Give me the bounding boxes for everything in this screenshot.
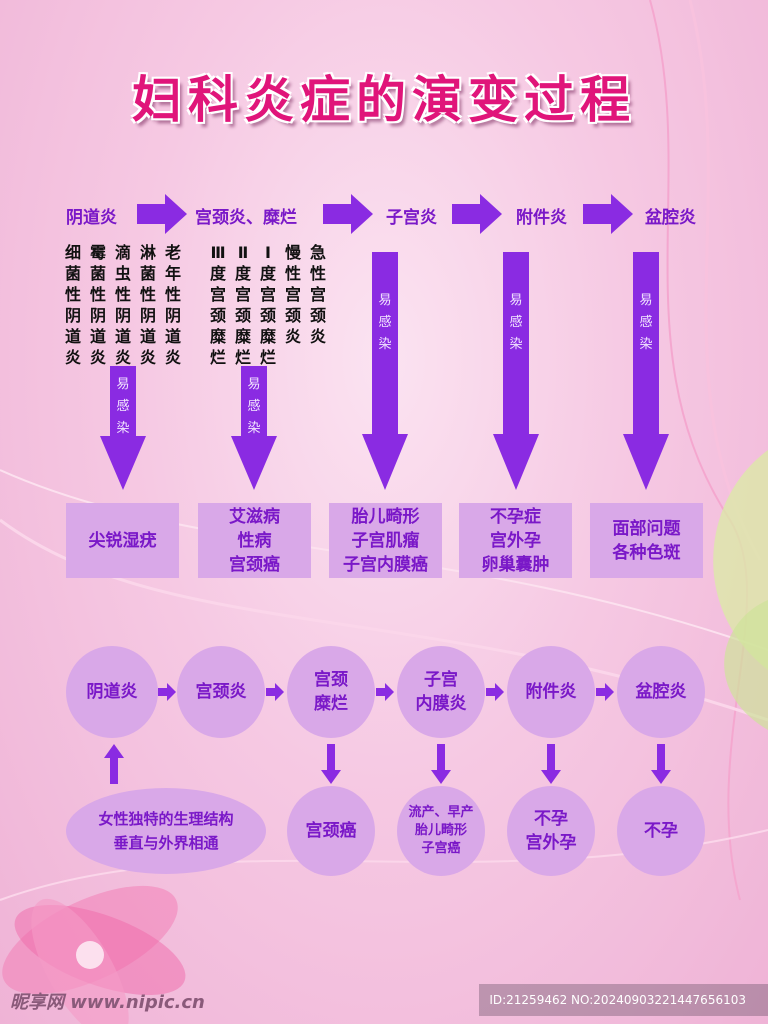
arrow-right-icon <box>323 194 373 234</box>
bottom-stage-endometritis: 子宫内膜炎 <box>397 646 485 738</box>
stage-vaginitis: 阴道炎 <box>66 208 117 228</box>
arrow-down-icon <box>100 366 146 490</box>
arrow-down-icon <box>651 744 671 784</box>
watermark: 昵享网 www.nipic.cn <box>10 992 205 1013</box>
type-column: 滴虫性阴道炎 <box>114 243 131 367</box>
bottom-stage-erosion: 宫颈糜烂 <box>287 646 375 738</box>
type-column: 急性宫颈炎 <box>309 243 326 346</box>
arrow-down-icon <box>321 744 341 784</box>
arrow-right-icon <box>583 194 633 234</box>
cause-ellipse: 女性独特的生理结构垂直与外界相通 <box>66 788 266 874</box>
stage-pelvic: 盆腔炎 <box>645 208 696 228</box>
arrow-up-icon <box>104 744 124 784</box>
type-column: 慢性宫颈炎 <box>284 243 301 346</box>
arrow-right-icon <box>137 194 187 234</box>
susceptible-label: 易感染 <box>378 293 392 352</box>
result-box-vaginitis: 尖锐湿疣 <box>66 503 179 578</box>
arrow-right-icon <box>596 683 614 701</box>
bottom-stage-cervicitis: 宫颈炎 <box>177 646 265 738</box>
stage-cervicitis: 宫颈炎、糜烂 <box>195 208 297 228</box>
arrow-down-icon <box>493 252 539 490</box>
stage-uteritis: 子宫炎 <box>386 208 437 228</box>
susceptible-label: 易感染 <box>509 293 523 352</box>
arrow-right-icon <box>452 194 502 234</box>
type-column: 淋菌性阴道炎 <box>139 243 156 367</box>
image-id: ID:21259462 NO:20240903221447656103 <box>479 984 768 1016</box>
susceptible-label: 易感染 <box>247 377 261 436</box>
arrow-right-icon <box>158 683 176 701</box>
outcome-endometritis: 流产、早产胎儿畸形子宫癌 <box>397 786 485 876</box>
type-column: 霉菌性阴道炎 <box>89 243 106 367</box>
bottom-stage-vaginitis: 阴道炎 <box>66 646 158 738</box>
arrow-down-icon <box>541 744 561 784</box>
result-box-uteritis: 胎儿畸形子宫肌瘤子宫内膜癌 <box>329 503 442 578</box>
arrow-down-icon <box>362 252 408 490</box>
susceptible-label: 易感染 <box>639 293 653 352</box>
outcome-adnexitis: 不孕宫外孕 <box>507 786 595 876</box>
arrow-down-icon <box>623 252 669 490</box>
result-box-pelvic: 面部问题各种色斑 <box>590 503 703 578</box>
outcome-pelvic: 不孕 <box>617 786 705 876</box>
result-box-adnexitis: 不孕症宫外孕卵巢囊肿 <box>459 503 572 578</box>
type-column: 细菌性阴道炎 <box>64 243 81 367</box>
arrow-right-icon <box>266 683 284 701</box>
page-title: 妇科炎症的演变过程 <box>132 71 636 129</box>
type-column: 老年性阴道炎 <box>164 243 181 367</box>
arrow-right-icon <box>486 683 504 701</box>
result-box-cervicitis: 艾滋病性病宫颈癌 <box>198 503 311 578</box>
bottom-stage-pelvic: 盆腔炎 <box>617 646 705 738</box>
stage-adnexitis: 附件炎 <box>516 208 567 228</box>
outcome-erosion: 宫颈癌 <box>287 786 375 876</box>
arrow-down-icon <box>431 744 451 784</box>
bottom-stage-adnexitis: 附件炎 <box>507 646 595 738</box>
arrow-down-icon <box>231 366 277 490</box>
arrow-right-icon <box>376 683 394 701</box>
susceptible-label: 易感染 <box>116 377 130 436</box>
